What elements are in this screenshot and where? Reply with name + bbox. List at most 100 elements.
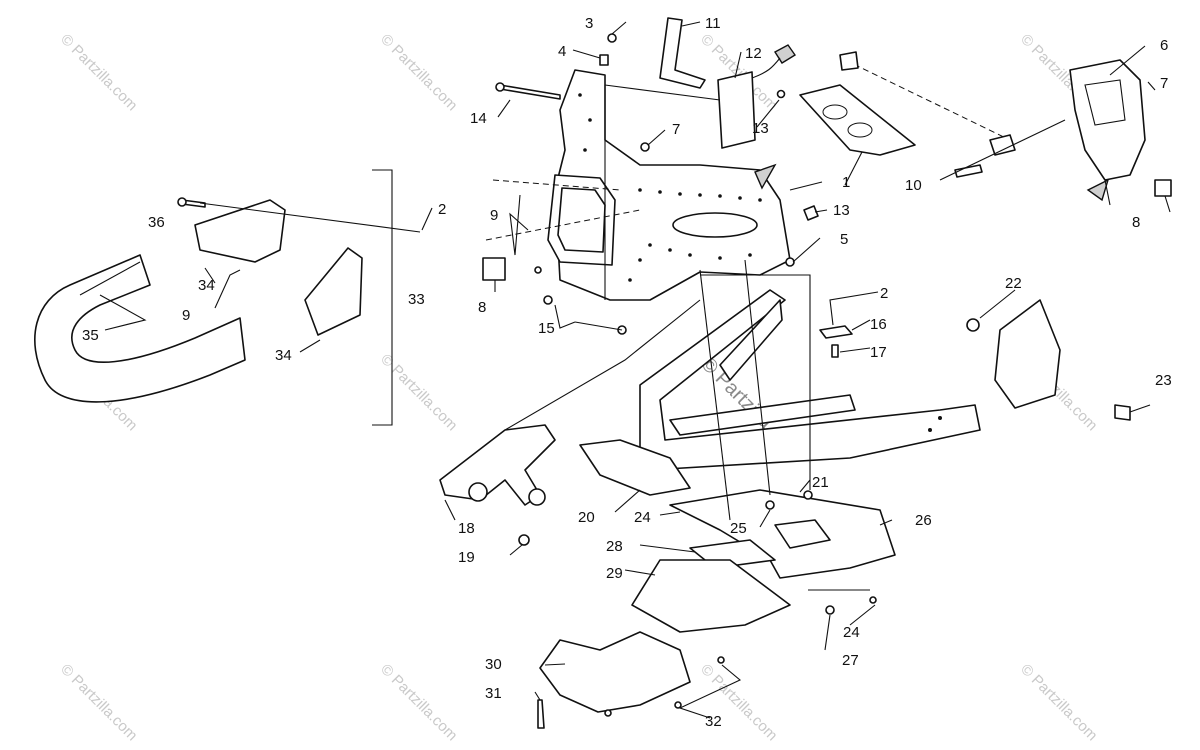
callout-label: 9 — [490, 207, 498, 224]
frame-rivets — [578, 93, 762, 282]
orientation-arrow — [754, 163, 777, 190]
callout-labels: 1 2 2 3 4 5 6 7 7 8 8 9 9 10 11 12 13 13… — [82, 15, 1172, 730]
watermark-text: © Partzilla.com — [1017, 661, 1100, 744]
frame-side-inner — [557, 187, 606, 253]
part-14-head — [495, 82, 505, 92]
orientation-arrow — [1086, 178, 1110, 202]
callout-label: 33 — [408, 291, 425, 308]
callout-label: 10 — [905, 177, 922, 194]
part-30-guard — [539, 631, 691, 713]
assembly-33-bracket-line — [372, 169, 393, 426]
front-frame-assembly — [547, 69, 791, 301]
callout-label: 4 — [558, 43, 566, 60]
callout-label: 30 — [485, 656, 502, 673]
part-20-housing — [579, 439, 691, 496]
fastener — [765, 500, 775, 510]
callout-label: 34 — [198, 277, 215, 294]
frame-side-rail — [719, 299, 783, 381]
callout-label: 8 — [478, 299, 486, 316]
part-12-module — [717, 71, 756, 149]
watermark-text: © Partzilla.com — [377, 31, 460, 114]
rail-start — [839, 51, 859, 71]
callout-label: 27 — [842, 652, 859, 669]
callout-label: 16 — [870, 316, 887, 333]
part-34-bracket-upper — [194, 199, 286, 263]
callout-label: 1 — [842, 174, 850, 191]
part-36-head — [177, 197, 187, 207]
callout-label: 11 — [705, 15, 721, 32]
part-12-wire — [751, 57, 781, 79]
leader-lines — [99, 21, 1171, 719]
part-10-hole — [822, 104, 848, 120]
callout-label: 22 — [1005, 275, 1022, 292]
fastener — [607, 33, 617, 43]
part-11-bracket — [659, 17, 706, 89]
callout-label: 3 — [585, 15, 593, 32]
fastener — [599, 54, 609, 66]
callout-label: 34 — [275, 347, 292, 364]
callout-label: 14 — [470, 110, 487, 127]
callout-label: 13 — [752, 120, 769, 137]
callout-label: 2 — [438, 201, 446, 218]
callout-label: 2 — [880, 285, 888, 302]
fastener — [803, 490, 813, 500]
part-8-block-right — [1154, 179, 1172, 197]
fastener — [776, 89, 786, 99]
part-22-bracket — [994, 299, 1061, 409]
callout-label: 13 — [833, 202, 850, 219]
fastener — [803, 205, 819, 221]
fastener — [534, 266, 542, 274]
part-35-inner-edge — [79, 261, 141, 296]
callout-label: 19 — [458, 549, 475, 566]
watermark-text: © Partzilla.com — [377, 351, 460, 434]
part-29-panel — [631, 559, 791, 633]
fastener — [543, 295, 553, 305]
fastener — [785, 257, 795, 267]
callout-label: 18 — [458, 520, 475, 537]
part-18-boss — [468, 482, 488, 502]
callout-label: 36 — [148, 214, 165, 231]
part-35-bumper — [34, 254, 246, 403]
watermark-text: © Partzilla.com — [57, 661, 140, 744]
fastener — [640, 142, 650, 152]
part-17-bolt — [831, 344, 839, 358]
callout-label: 24 — [843, 624, 860, 641]
callout-label: 31 — [485, 685, 502, 702]
part-16-washer — [819, 325, 853, 339]
callout-label: 32 — [705, 713, 722, 730]
callout-label: 23 — [1155, 372, 1172, 389]
watermark-text: © Partzilla.com — [697, 661, 780, 744]
frame-oval-hole — [672, 212, 758, 238]
callout-label: 25 — [730, 520, 747, 537]
watermark-text: © Partzilla.com — [57, 31, 140, 114]
callout-label: 8 — [1132, 214, 1140, 231]
part-10-hole — [847, 122, 873, 138]
watermark-text: © Partzilla.com — [377, 661, 460, 744]
part-19-nut — [518, 534, 530, 546]
callout-label: 29 — [606, 565, 623, 582]
fastener — [954, 164, 983, 178]
part-10-plate — [799, 84, 916, 156]
part-6-bracket — [1069, 59, 1146, 181]
callout-label: 26 — [915, 512, 932, 529]
callout-label: 5 — [840, 231, 848, 248]
part-6-detail — [1084, 79, 1126, 126]
callout-label: 7 — [672, 121, 680, 138]
callout-label: 24 — [634, 509, 651, 526]
callout-label: 35 — [82, 327, 99, 344]
fastener — [717, 656, 725, 664]
part-22-nut — [966, 318, 980, 332]
callout-label: 28 — [606, 538, 623, 555]
lower-frame-assembly — [439, 289, 1131, 729]
callout-label: 7 — [1160, 75, 1168, 92]
part-14-bolt — [499, 84, 561, 100]
fastener — [869, 596, 877, 604]
part-23-bolt — [1114, 404, 1131, 421]
fastener — [825, 605, 835, 615]
callout-label: 21 — [812, 474, 829, 491]
part-34-bracket-lower — [304, 247, 363, 336]
part-31-bolt — [537, 699, 545, 729]
callout-label: 20 — [578, 509, 595, 526]
frame-crossbar — [669, 394, 856, 436]
